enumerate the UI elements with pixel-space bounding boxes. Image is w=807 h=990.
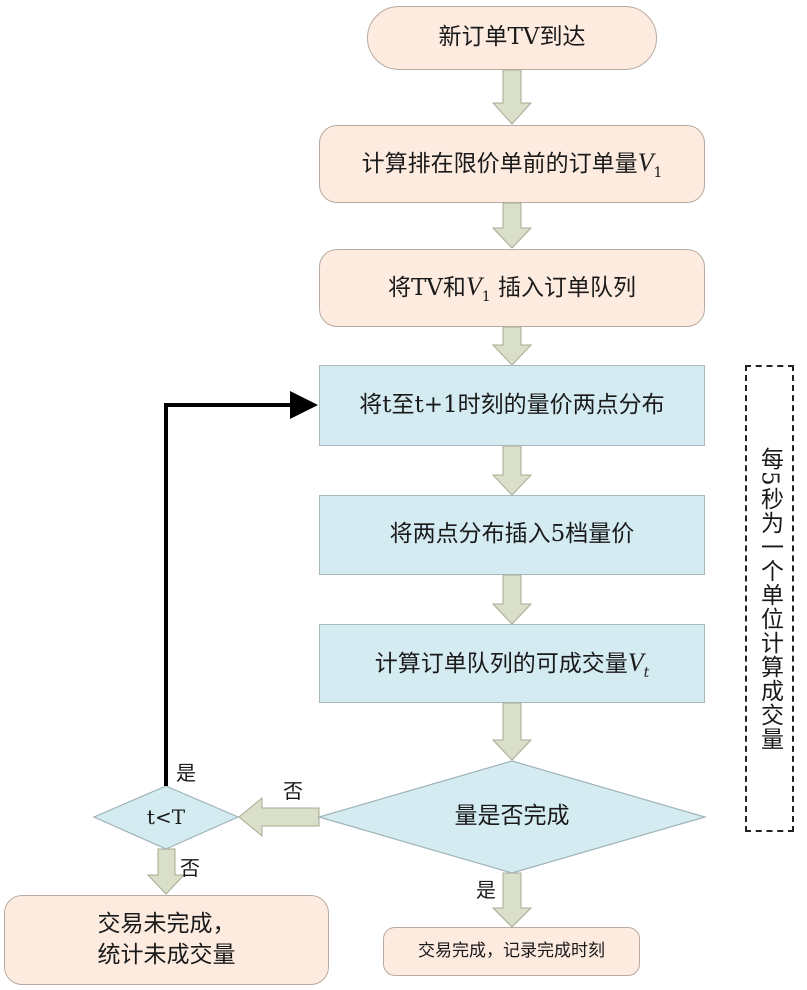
arrow-decision-no-to-time [238,796,320,838]
insert5-label: 将两点分布插入5档量价 [389,521,635,548]
arrow-time-no-to-incomplete [146,848,186,895]
arrow-insert5-to-calcvt [491,574,533,625]
decision-complete-shape [316,760,708,874]
calc-vt-label: 计算订单队列的可成交量Vt [374,647,650,681]
edge-label-time-no: 否 [180,856,200,880]
arrow-calc-to-insert [491,202,533,249]
start-node: 新订单TV到达 [367,6,657,70]
edge-label-time-yes: 是 [176,761,196,785]
incomplete-line1: 交易未完成， [97,910,236,937]
calc-v1-label: 计算排在限价单前的订单量V1 [361,148,663,182]
complete-node: 交易完成，记录完成时刻 [383,927,640,976]
arrow-calcvt-to-decision [491,702,533,761]
calc-vt-node: 计算订单队列的可成交量Vt [319,624,705,703]
loop-back-arrowhead [290,391,318,419]
decision-complete-node: 量是否完成 [400,797,624,837]
arrow-start-to-calc [491,69,533,125]
calc-v1-node: 计算排在限价单前的订单量V1 [319,125,705,203]
incomplete-line2: 统计未成交量 [97,942,236,968]
arrow-distribute-to-insert5 [491,445,533,496]
annotation-box: 每5秒为一个单位计算成交量 [745,365,794,832]
decision-time-shape [92,785,240,850]
decision-complete-label: 量是否完成 [454,803,570,830]
edge-label-complete-yes: 是 [476,878,496,902]
distribute-label: 将t至t+1时刻的量价两点分布 [359,391,665,418]
insert5-node: 将两点分布插入5档量价 [319,495,705,575]
edge-label-complete-no: 否 [283,779,303,803]
decision-time-node: t<T [120,800,212,834]
arrow-insert-to-distribute [491,326,533,366]
arrow-decision-yes-to-complete [491,872,533,928]
incomplete-node: 交易未完成， 统计未成交量 [4,895,329,985]
distribute-node: 将t至t+1时刻的量价两点分布 [319,365,705,446]
decision-time-label: t<T [146,804,186,829]
complete-label: 交易完成，记录完成时刻 [418,941,605,962]
insert-queue-label: 将TV和V1 插入订单队列 [387,272,637,306]
insert-queue-node: 将TV和V1 插入订单队列 [319,249,705,327]
start-node-label: 新订单TV到达 [438,24,586,51]
loop-back-line [164,403,292,786]
annotation-text: 每5秒为一个单位计算成交量 [756,446,783,751]
